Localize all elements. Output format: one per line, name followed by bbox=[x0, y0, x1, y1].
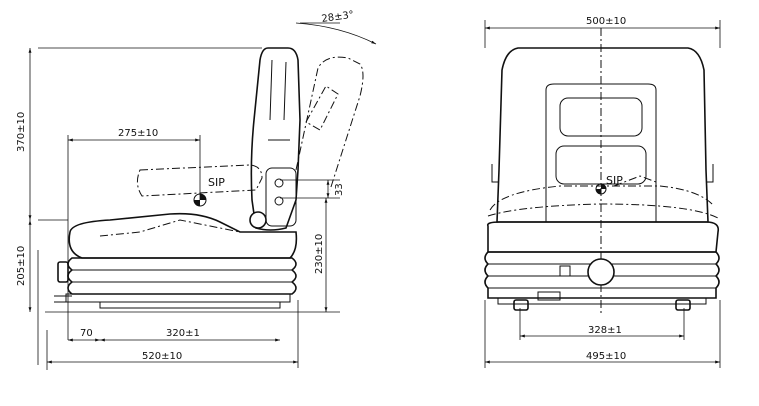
adjust-knob bbox=[587, 258, 615, 286]
front-suspension-bellows bbox=[484, 251, 720, 299]
front-seat-back bbox=[496, 47, 709, 223]
seat-cushion bbox=[68, 212, 298, 259]
side-view: 28±3° 370±10 275±10 SIP 33 205±10 230±10… bbox=[16, 10, 377, 370]
sip-offset-label: 275±10 bbox=[118, 128, 158, 139]
depth-label: 520±10 bbox=[142, 351, 182, 362]
sip-label: SIP bbox=[208, 176, 225, 189]
front-view: 500±10 SIP 328±1 495±10 bbox=[484, 16, 721, 368]
armrest bbox=[136, 164, 263, 197]
height-seat-back-label: 370±10 bbox=[16, 112, 27, 152]
front-seat-cushion bbox=[486, 221, 720, 253]
rail-spacing-label: 328±1 bbox=[588, 325, 622, 336]
base-offset-label: 70 bbox=[80, 328, 93, 339]
height-total-label: 205±10 bbox=[16, 246, 27, 286]
width-bottom-label: 495±10 bbox=[586, 351, 626, 362]
seat-back-reclined bbox=[295, 56, 364, 191]
height-base-label: 230±10 bbox=[314, 234, 325, 274]
sip-vertical-label: 33 bbox=[334, 183, 345, 196]
suspension-bellows bbox=[67, 257, 297, 295]
angle-label: 28±3° bbox=[321, 10, 355, 25]
base-rail-label: 320±1 bbox=[166, 328, 200, 339]
front-sip-label: SIP bbox=[606, 174, 623, 187]
width-top-label: 500±10 bbox=[586, 16, 626, 27]
